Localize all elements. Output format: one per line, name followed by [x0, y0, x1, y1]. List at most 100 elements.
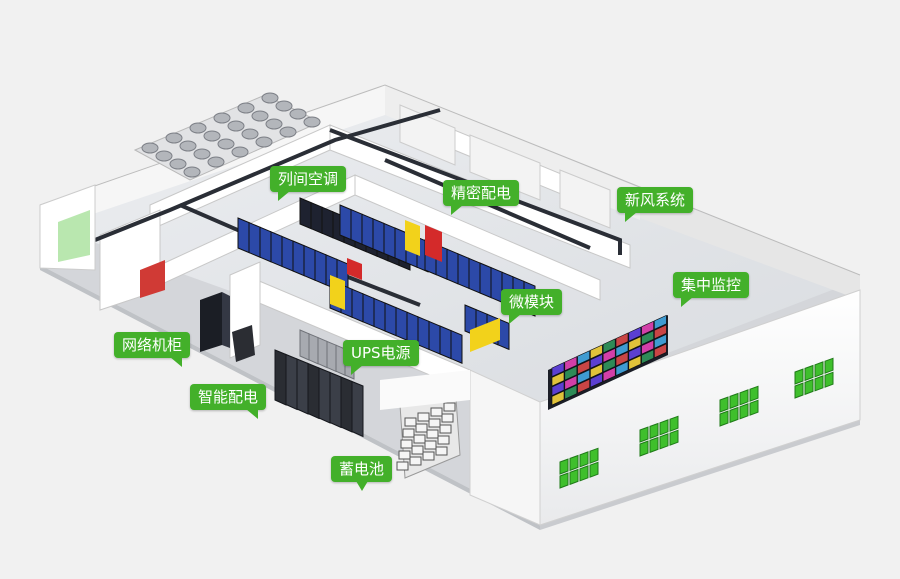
cooling-fan — [207, 156, 225, 168]
window-pane — [729, 406, 739, 424]
server-rack — [292, 240, 305, 277]
distribution-cabinet — [296, 358, 309, 415]
battery-cell — [437, 435, 450, 445]
window-pane — [824, 371, 834, 388]
monitor-screen — [641, 330, 654, 346]
battery-cell — [443, 402, 456, 412]
window-pane — [559, 458, 569, 475]
ups-cabinet — [326, 340, 337, 373]
cooling-fan — [165, 132, 183, 144]
cooling-fan — [227, 120, 245, 132]
monitor-screen — [590, 353, 603, 369]
window-pane — [804, 378, 814, 396]
window-pane — [749, 399, 759, 416]
server-rack — [321, 206, 334, 239]
window-pane — [814, 361, 824, 378]
monitor-screen — [628, 326, 642, 342]
roof-cooling-units — [133, 92, 322, 181]
server-rack — [314, 249, 327, 286]
server-rack-rows — [237, 197, 536, 364]
server-rack — [372, 218, 385, 255]
server-rack — [310, 201, 323, 234]
battery-cell — [396, 461, 409, 471]
cooling-fan — [237, 102, 255, 114]
battery-cell — [422, 451, 435, 461]
rack-accent-red — [347, 258, 362, 280]
window-pane — [719, 396, 729, 413]
window-pane — [639, 440, 649, 457]
distribution-cabinet — [318, 367, 331, 424]
battery-cell — [424, 440, 437, 450]
monitor-screen — [564, 384, 578, 400]
battery-cell — [398, 450, 411, 460]
monitor-screen — [577, 378, 590, 394]
smart-distribution-cabinets — [274, 329, 364, 438]
monitor-screen — [615, 351, 629, 367]
callout-micro-module: 微模块 — [501, 289, 563, 324]
monitor-screen — [577, 369, 590, 385]
cooling-fan — [289, 108, 307, 120]
monitor-screen — [628, 345, 642, 361]
battery-cell — [435, 446, 448, 456]
battery-cell — [409, 456, 422, 466]
window-pane — [814, 375, 824, 392]
window-pane — [659, 419, 669, 436]
cooling-fan — [141, 142, 159, 154]
monitor-screen — [590, 344, 603, 360]
left-room — [39, 184, 165, 298]
server-rack — [383, 222, 396, 259]
monitor-screen — [564, 365, 578, 381]
cooling-fan — [217, 138, 235, 150]
server-rack — [446, 248, 459, 285]
ups-cabinet — [317, 336, 328, 369]
monitor-screen — [641, 349, 654, 365]
window-pane — [824, 357, 834, 374]
window-pane — [739, 403, 749, 420]
server-rack — [428, 320, 441, 355]
monitor-screen — [654, 314, 667, 330]
server-rack — [417, 316, 430, 351]
window-pane — [749, 385, 759, 402]
monitor-screen — [615, 361, 629, 376]
battery-cell — [428, 418, 441, 428]
window-pane — [669, 429, 679, 446]
battery-cell — [411, 445, 424, 455]
rack-accent-yellow — [330, 275, 345, 310]
distribution-cabinet — [340, 376, 353, 433]
window-pane — [669, 415, 679, 432]
window-pane — [639, 426, 649, 443]
server-rack — [361, 213, 374, 250]
server-rack — [237, 217, 250, 254]
server-rack — [303, 244, 316, 281]
monitor-screen — [641, 339, 654, 355]
callout-battery: 蓄电池 — [331, 456, 393, 491]
server-rack — [394, 227, 407, 264]
window-pane — [589, 447, 599, 464]
monitor-screen — [602, 338, 616, 354]
distribution-cabinet — [274, 349, 287, 406]
rack-accent-yellow — [470, 318, 500, 352]
monitor-screen — [551, 371, 565, 387]
ups-cabinet — [308, 333, 319, 365]
battery-cell — [402, 428, 415, 438]
callout-precision-pdu: 精密配电 — [443, 180, 520, 215]
window-pane — [794, 382, 804, 399]
callout-inter-row-ac: 列间空调 — [270, 166, 347, 201]
cooling-fan — [189, 122, 207, 134]
distribution-cabinet — [351, 380, 364, 438]
monitor-screen — [628, 336, 642, 352]
ups-cabinet — [299, 329, 310, 361]
server-rack — [450, 329, 463, 364]
callout-fresh-air: 新风系统 — [617, 187, 694, 222]
cooling-fan — [183, 166, 201, 178]
battery-cell — [441, 413, 454, 423]
battery-cell — [404, 417, 417, 427]
front-windows — [559, 357, 834, 489]
window-pane — [804, 364, 814, 382]
monitor-screen — [590, 372, 603, 388]
monitor-screen — [577, 350, 590, 366]
window-pane — [559, 472, 569, 489]
window-pane — [569, 454, 579, 472]
distribution-cabinet — [307, 362, 320, 420]
